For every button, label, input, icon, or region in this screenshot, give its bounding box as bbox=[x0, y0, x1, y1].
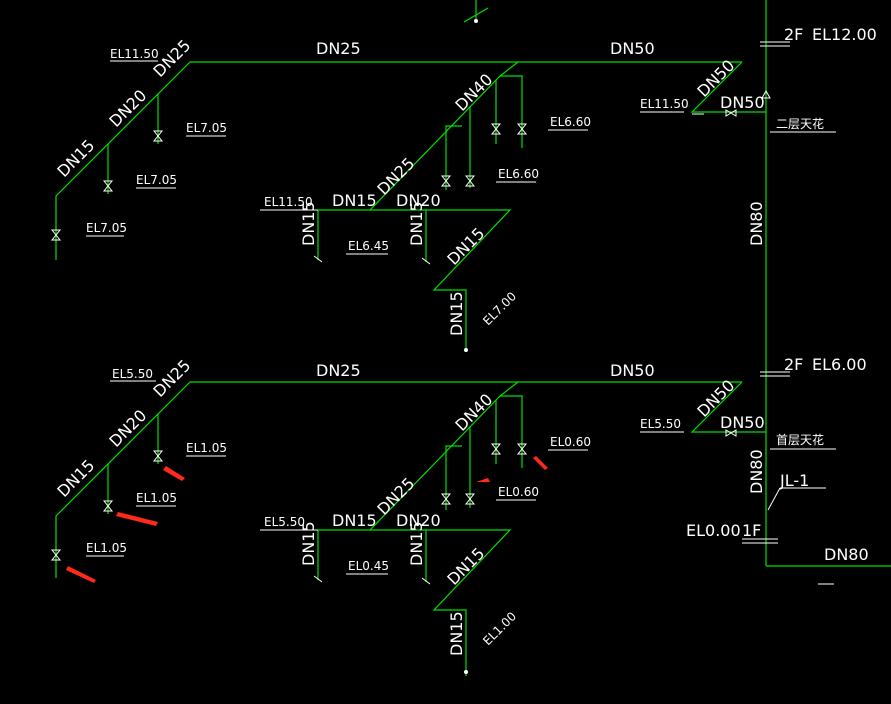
label-el105-c: EL1.05 bbox=[86, 541, 127, 555]
label-el700: EL7.00 bbox=[480, 289, 519, 328]
label-dn50-right: DN50 bbox=[720, 93, 765, 112]
label-ceiling1: 首层天花 bbox=[776, 432, 824, 447]
label-jl1: JL-1 bbox=[779, 471, 809, 490]
top-fixture bbox=[463, 0, 489, 23]
label-el000: EL0.00 bbox=[686, 521, 741, 540]
red-arrow-1 bbox=[163, 466, 185, 481]
red-arrow-annotations bbox=[66, 456, 548, 583]
label-el105-a: EL1.05 bbox=[186, 441, 227, 455]
red-arrow-2 bbox=[116, 512, 158, 526]
label-dn15-diag2-b: DN15 bbox=[443, 544, 488, 589]
label-el045: EL0.45 bbox=[348, 559, 389, 573]
label-dn15-diag-b: DN15 bbox=[53, 456, 98, 501]
label-dn15-mid-b: DN15 bbox=[332, 511, 377, 530]
label-el060-a: EL0.60 bbox=[550, 435, 591, 449]
label-dn80-riser-b: DN80 bbox=[747, 449, 766, 494]
label-el645: EL6.45 bbox=[348, 239, 389, 253]
label-2f-top: 2F bbox=[784, 25, 803, 44]
label-el1150-mid: EL11.50 bbox=[264, 195, 313, 209]
label-dn20-mid: DN20 bbox=[396, 191, 441, 210]
labels-upper: DN25 DN50 EL11.50 DN25 DN20 DN15 EL7.05 … bbox=[53, 25, 876, 336]
label-el550-mid: EL5.50 bbox=[264, 515, 305, 529]
label-dn15-v1-b: DN15 bbox=[299, 521, 318, 566]
upper-floor-branch bbox=[55, 61, 766, 352]
label-el105-b: EL1.05 bbox=[136, 491, 177, 505]
label-el600: EL6.00 bbox=[812, 355, 867, 374]
valves bbox=[50, 89, 771, 674]
labels-lower: DN25 DN50 EL5.50 DN25 DN20 DN15 EL1.05 E… bbox=[53, 355, 868, 656]
label-el705-b: EL7.05 bbox=[136, 173, 177, 187]
label-el060-b: EL0.60 bbox=[498, 485, 539, 499]
label-dn15-v3-b: DN15 bbox=[447, 611, 466, 656]
label-el550-right: EL5.50 bbox=[640, 417, 681, 431]
label-el550-left: EL5.50 bbox=[112, 367, 153, 381]
label-dn50-right-b: DN50 bbox=[720, 413, 765, 432]
label-dn80-riser: DN80 bbox=[747, 201, 766, 246]
label-el1200: EL12.00 bbox=[812, 25, 877, 44]
red-arrow-5 bbox=[533, 456, 548, 470]
red-arrow-4 bbox=[476, 478, 490, 482]
label-el100: EL1.00 bbox=[480, 609, 519, 648]
label-dn40-diag: DN40 bbox=[451, 70, 496, 115]
red-arrow-3 bbox=[66, 566, 96, 583]
label-dn15-v2-b: DN15 bbox=[407, 521, 426, 566]
label-dn40-diag-b: DN40 bbox=[451, 390, 496, 435]
label-el1150-left: EL11.50 bbox=[110, 47, 159, 61]
label-ceiling2: 二层天花 bbox=[776, 116, 824, 131]
label-el705-c: EL7.05 bbox=[86, 221, 127, 235]
label-2f-bottom: 2F bbox=[784, 355, 803, 374]
label-1f: 1F bbox=[742, 521, 761, 540]
label-dn15-mid: DN15 bbox=[332, 191, 377, 210]
label-dn15-diag: DN15 bbox=[53, 136, 98, 181]
label-el1150-right: EL11.50 bbox=[640, 97, 689, 111]
label-el660-b: EL6.60 bbox=[498, 167, 539, 181]
label-dn15-v1: DN15 bbox=[299, 201, 318, 246]
label-el705-a: EL7.05 bbox=[186, 121, 227, 135]
label-dn15-v2: DN15 bbox=[407, 201, 426, 246]
label-dn50-bottom: DN50 bbox=[610, 361, 655, 380]
label-el660-a: EL6.60 bbox=[550, 115, 591, 129]
label-dn50-top: DN50 bbox=[610, 39, 655, 58]
riser-pipe-jl-1 bbox=[742, 0, 891, 585]
label-dn80-horizontal: DN80 bbox=[824, 545, 869, 564]
label-dn25-top: DN25 bbox=[316, 39, 361, 58]
label-dn25-bottom: DN25 bbox=[316, 361, 361, 380]
label-dn25-diag-b: DN25 bbox=[149, 356, 194, 401]
label-dn20-mid-b: DN20 bbox=[396, 511, 441, 530]
label-dn15-v3: DN15 bbox=[447, 291, 466, 336]
label-dn15-diag2: DN15 bbox=[443, 224, 488, 269]
